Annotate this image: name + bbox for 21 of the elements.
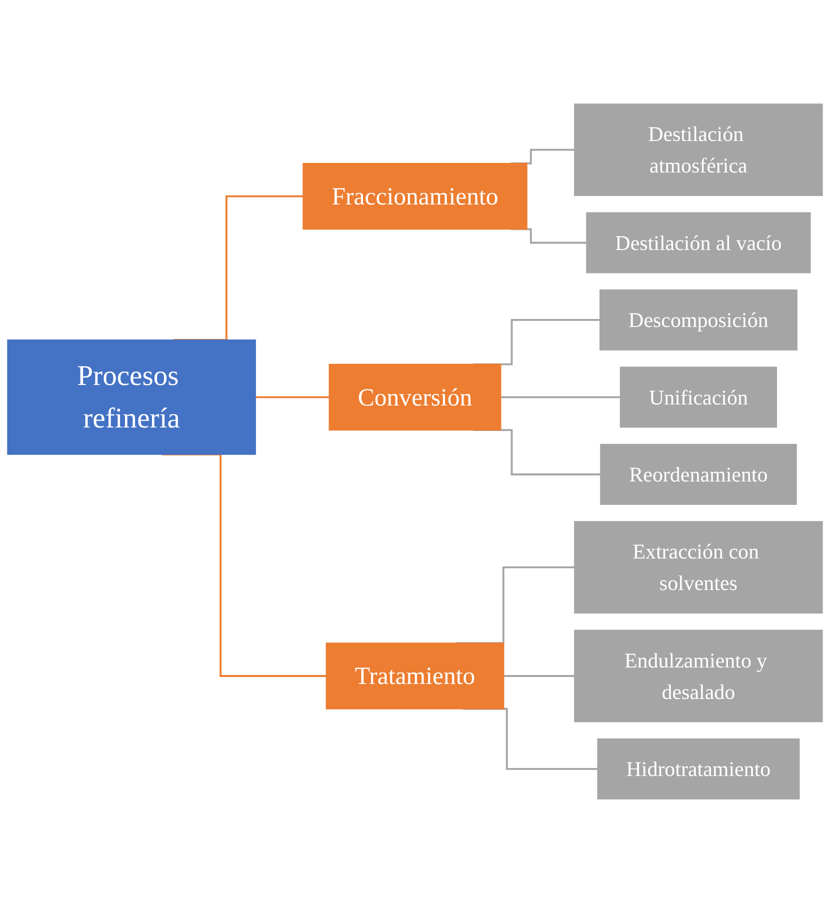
node-box: Fraccionamiento (302, 162, 528, 230)
node-box: Procesos refinería (7, 340, 256, 455)
connector (511, 228, 587, 244)
node-box: Destilación al vacío (586, 212, 811, 274)
connector (511, 148, 575, 164)
node-box: Extracción con solventes (574, 521, 823, 614)
node-box: Reordenamiento (600, 444, 797, 505)
node-box: Descomposición (599, 289, 798, 350)
node-box: Endulzamiento y desalado (574, 630, 823, 722)
node-box: Conversión (328, 364, 502, 431)
connector (504, 675, 575, 677)
node-box: Hidrotratamiento (597, 738, 800, 800)
connector (162, 453, 326, 677)
connector (255, 396, 330, 398)
connector (456, 566, 575, 644)
node-box: Unificación (620, 366, 778, 428)
connector (463, 708, 598, 770)
node-box: Destilación atmosférica (574, 104, 823, 196)
connector (472, 319, 600, 366)
node-box: Tratamiento (326, 642, 504, 710)
connector (500, 396, 620, 398)
